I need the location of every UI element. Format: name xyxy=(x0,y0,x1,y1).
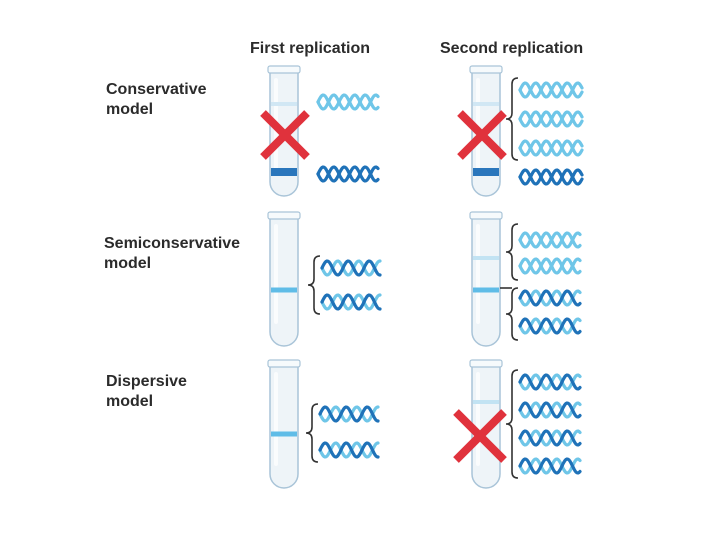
tube-highlight xyxy=(476,224,480,324)
dna-band xyxy=(473,400,499,404)
bracket-semiconservative-second-bottom xyxy=(505,287,519,341)
bracket-semiconservative-second-top xyxy=(505,223,519,281)
bracket-dispersive-first xyxy=(305,403,319,463)
label-semiconservative-line1: Semiconservative xyxy=(104,235,241,252)
helix-conservative-second-1 xyxy=(518,81,584,99)
dna-strand xyxy=(316,165,380,183)
dna-band xyxy=(473,102,499,106)
header-second-replication: Second replication xyxy=(440,40,584,57)
helix-conservative-first-light xyxy=(316,93,380,111)
tube-highlight xyxy=(274,224,278,324)
helix-conservative-second-4 xyxy=(518,168,584,186)
dna-strand xyxy=(318,441,380,459)
dna-band xyxy=(271,287,297,293)
helix-semiconservative-second-3 xyxy=(518,289,582,307)
dna-strand xyxy=(518,110,584,128)
helix-dispersive-first-2 xyxy=(318,441,380,459)
helix-dispersive-first-1 xyxy=(318,405,380,423)
dna-strand xyxy=(518,81,584,99)
tube-rim xyxy=(267,359,301,368)
dna-band xyxy=(271,431,297,437)
label-conservative-line1: Conservative xyxy=(106,81,207,98)
cross-stroke xyxy=(453,409,507,463)
tube-rim xyxy=(267,211,301,220)
helix-conservative-second-3 xyxy=(518,139,584,157)
label-semiconservative-model: Semiconservative model xyxy=(104,234,240,274)
dna-strand xyxy=(518,373,582,391)
bracket-dispersive-second xyxy=(505,369,519,479)
tube-rim xyxy=(469,211,503,220)
label-dispersive-model: Dispersive model xyxy=(106,372,187,412)
label-conservative-model: Conservative model xyxy=(106,80,207,120)
dna-band xyxy=(473,168,499,176)
cross-stroke xyxy=(457,110,507,160)
helix-dispersive-second-2 xyxy=(518,401,582,419)
cross-stroke xyxy=(260,110,310,160)
label-conservative-line2: model xyxy=(106,101,154,118)
tube-rim xyxy=(469,65,503,74)
dna-strand xyxy=(320,293,382,311)
dna-strand xyxy=(518,168,584,186)
dna-strand xyxy=(518,429,582,447)
helix-dispersive-second-1 xyxy=(518,373,582,391)
dna-band xyxy=(271,168,297,176)
dna-strand xyxy=(518,139,584,157)
tube-semiconservative-first xyxy=(267,211,301,347)
helix-semiconservative-second-1 xyxy=(518,231,582,249)
tube-semiconservative-second xyxy=(469,211,503,347)
helix-conservative-second-2 xyxy=(518,110,584,128)
label-dispersive-line2: model xyxy=(106,393,154,410)
helix-semiconservative-first-2 xyxy=(320,293,382,311)
cross-conservative-first-icon xyxy=(260,110,310,160)
tube-rim xyxy=(267,65,301,74)
dna-band xyxy=(473,256,499,260)
dna-strand xyxy=(518,257,582,275)
dna-band xyxy=(473,287,499,293)
bracket-conservative-second xyxy=(505,77,519,161)
dna-strand xyxy=(518,401,582,419)
helix-dispersive-second-4 xyxy=(518,457,582,475)
dna-strand xyxy=(320,259,382,277)
label-semiconservative-line2: model xyxy=(104,255,152,272)
dna-strand xyxy=(518,231,582,249)
bracket-semiconservative-first xyxy=(307,255,321,315)
cross-dispersive-second-icon xyxy=(453,409,507,463)
dna-strand xyxy=(318,405,380,423)
helix-conservative-first-dark xyxy=(316,165,380,183)
tube-highlight xyxy=(274,372,278,466)
cross-conservative-second-icon xyxy=(457,110,507,160)
tube-dispersive-first xyxy=(267,359,301,489)
dna-strand xyxy=(518,457,582,475)
helix-dispersive-second-3 xyxy=(518,429,582,447)
helix-semiconservative-first-1 xyxy=(320,259,382,277)
dna-band xyxy=(271,102,297,106)
helix-semiconservative-second-2 xyxy=(518,257,582,275)
helix-semiconservative-second-4 xyxy=(518,317,582,335)
dna-strand xyxy=(518,317,582,335)
header-first-replication: First replication xyxy=(250,40,371,57)
dna-strand xyxy=(518,289,582,307)
label-dispersive-line1: Dispersive xyxy=(106,373,187,390)
dna-strand xyxy=(316,93,380,111)
tube-rim xyxy=(469,359,503,368)
tube-highlight xyxy=(476,372,480,466)
